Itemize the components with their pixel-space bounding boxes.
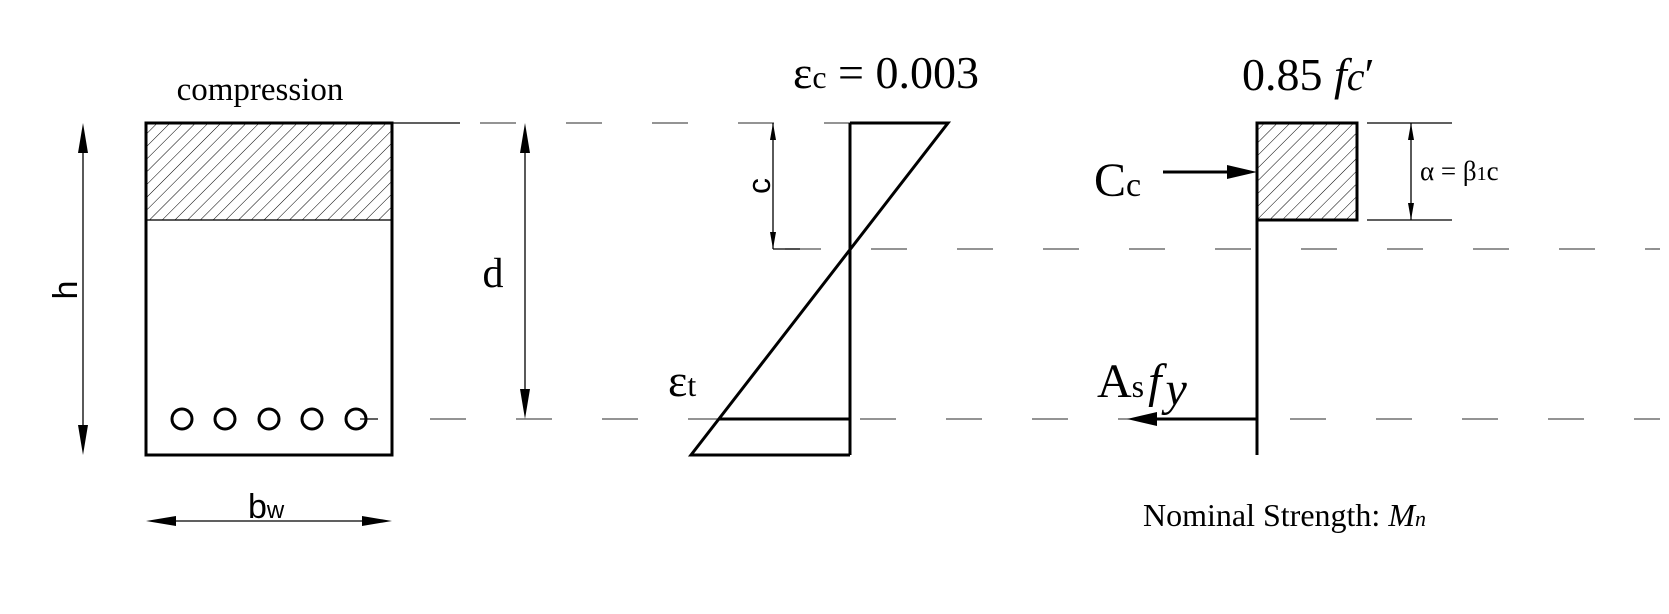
compression-label: compression: [177, 72, 344, 108]
block-depth-label: α = β1c: [1420, 156, 1499, 186]
arrow-left-icon: [146, 516, 176, 526]
arrow-up-icon: [520, 123, 530, 153]
stress-diagram: 0.85 fc′ Cc α = β1c Asfy Nominal Strengt…: [1094, 49, 1499, 533]
depth-label: d: [483, 251, 504, 297]
arrow-down-icon: [1408, 203, 1414, 220]
tension-force-arrow: [1127, 412, 1257, 426]
arrow-left-icon: [1127, 412, 1157, 426]
strain-profile: [687, 121, 952, 457]
height-dimension: h: [47, 123, 88, 455]
rebar: [213, 407, 237, 431]
compression-zone: [145, 122, 393, 221]
neutral-axis-dimension: c: [741, 123, 800, 250]
depth-dimension: d: [483, 123, 530, 419]
block-depth-dimension: α = β1c: [1367, 122, 1499, 221]
tension-force-label: Asfy: [1097, 355, 1187, 416]
compression-force-label: Cc: [1094, 154, 1141, 207]
rebar: [170, 407, 194, 431]
concrete-strain-label: εc = 0.003: [793, 47, 979, 98]
width-label: bw: [248, 488, 285, 526]
arrow-right-icon: [1227, 165, 1257, 179]
neutral-axis-label: c: [741, 178, 777, 194]
rebars: [170, 407, 368, 431]
stress-block-label: 0.85 fc′: [1242, 49, 1375, 100]
stress-block: [1255, 121, 1359, 222]
strain-diagram: εc = 0.003 c εt: [668, 47, 979, 457]
arrow-up-icon: [1408, 123, 1414, 140]
rebar: [257, 407, 281, 431]
arrow-down-icon: [770, 232, 776, 249]
width-dimension: bw: [146, 488, 392, 526]
tension-strain-label: εt: [668, 355, 696, 406]
cross-section: compression h bw d: [47, 72, 530, 526]
height-label: h: [47, 281, 85, 300]
arrow-down-icon: [520, 389, 530, 419]
nominal-strength-caption: Nominal Strength: Mn: [1143, 497, 1426, 533]
rebar: [300, 407, 324, 431]
arrow-right-icon: [362, 516, 392, 526]
arrow-down-icon: [78, 425, 88, 455]
arrow-up-icon: [770, 123, 776, 140]
arrow-up-icon: [78, 123, 88, 153]
beam-section: [144, 121, 394, 457]
reference-lines: [360, 122, 1660, 420]
compression-force-arrow: [1163, 165, 1257, 179]
rebar: [344, 407, 368, 431]
